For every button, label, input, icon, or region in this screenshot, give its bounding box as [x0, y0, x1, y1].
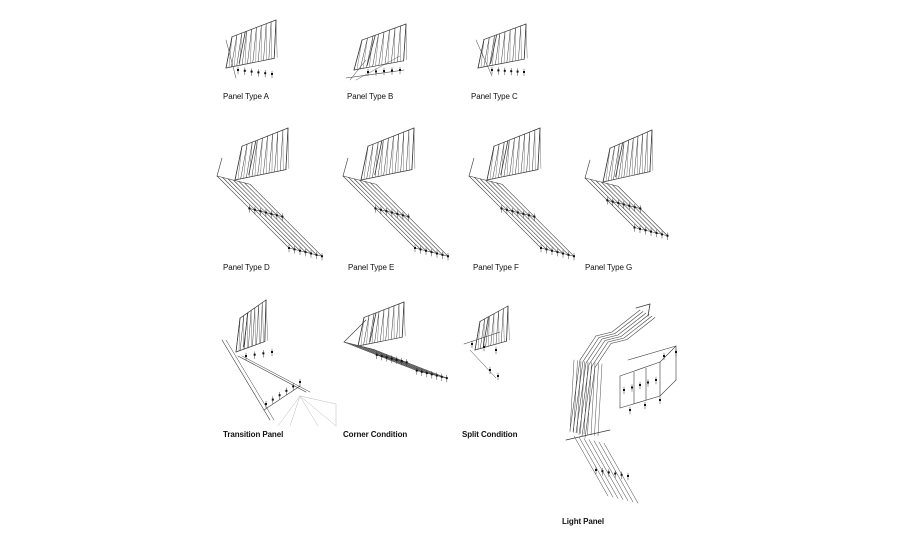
transition-panel-drawing: [222, 300, 310, 420]
panel-type-g-drawing: [585, 130, 669, 240]
panel-type-f-drawing: [469, 128, 575, 260]
panel-type-d-drawing: [217, 128, 323, 260]
caption-split-condition: Split Condition: [462, 430, 518, 439]
caption-transition-panel: Transition Panel: [223, 430, 284, 439]
caption-panel-type-e: Panel Type E: [348, 263, 395, 272]
split-condition-drawing: [464, 306, 510, 380]
caption-panel-type-f: Panel Type F: [473, 263, 519, 272]
caption-panel-type-g: Panel Type G: [585, 263, 633, 272]
caption-panel-type-a: Panel Type A: [223, 92, 269, 101]
caption-light-panel: Light Panel: [562, 517, 605, 526]
caption-panel-type-c: Panel Type C: [471, 92, 518, 101]
panel-type-e-drawing: [343, 128, 449, 260]
transition-ground-plane: [278, 396, 336, 426]
light-panel-drawing: [566, 304, 655, 503]
caption-panel-type-d: Panel Type D: [223, 263, 270, 272]
panel-type-a-drawing: [226, 20, 277, 78]
corner-condition-drawing: [344, 302, 448, 382]
light-panel-bracket-detail: [620, 346, 677, 414]
panel-type-c-drawing: [476, 24, 527, 76]
caption-panel-type-b: Panel Type B: [347, 92, 394, 101]
caption-corner-condition: Corner Condition: [343, 430, 408, 439]
panel-type-b-drawing: [346, 24, 407, 80]
